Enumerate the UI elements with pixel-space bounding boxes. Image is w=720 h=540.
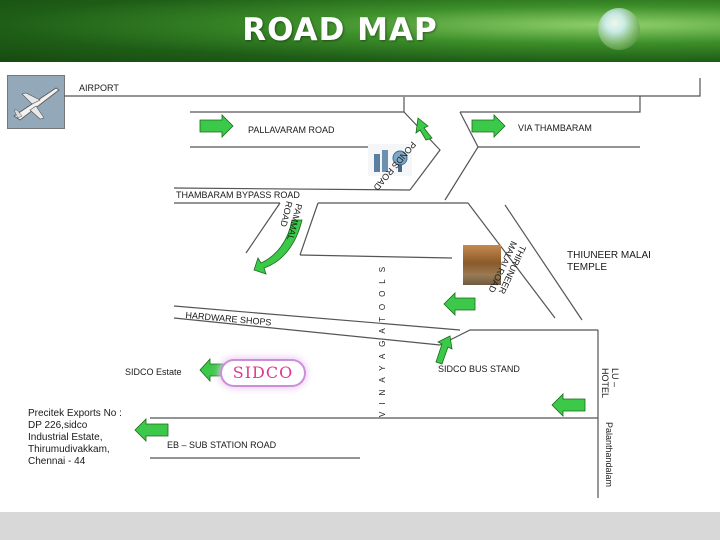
arrow-icon [199,114,234,138]
arrow-icon [253,219,303,275]
temple-label: THIUNEER MALAI TEMPLE [567,250,651,273]
header-banner: ROAD MAP [0,0,720,62]
arrow-icon [443,292,476,316]
airplane-icon [7,75,65,129]
page-title: ROAD MAP [242,12,438,48]
water-drop-icon [598,8,640,50]
arrow-icon [134,418,169,442]
footer-bar [0,512,720,540]
sidco-logo: SIDCO [222,361,304,385]
arrow-icon [415,117,433,141]
pallavaram-road-label: PALLAVARAM ROAD [248,125,335,135]
arrow-icon [435,335,453,365]
arrow-icon [471,114,506,138]
airport-label: AIRPORT [79,83,119,93]
sidco-bus-stand-label: SIDCO BUS STAND [438,364,520,374]
eb-sub-station-label: EB – SUB STATION ROAD [167,440,277,450]
via-thambaram-label: VIA THAMBARAM [518,123,592,133]
lu-hotel-label: LU – HOTEL [600,368,620,399]
company-address: Precitek Exports No : DP 226,sidco Indus… [28,408,122,467]
thambaram-bypass-label: THAMBARAM BYPASS ROAD [176,190,300,200]
tank-icon [368,144,412,176]
sidco-estate-label: SIDCO Estate [125,367,182,377]
arrow-icon [551,393,586,417]
vinayaga-tools-label: VINAYAGATOOLS [378,259,387,417]
temple-icon [463,245,501,285]
palanthandalam-label: Palanthandalam [604,422,614,488]
